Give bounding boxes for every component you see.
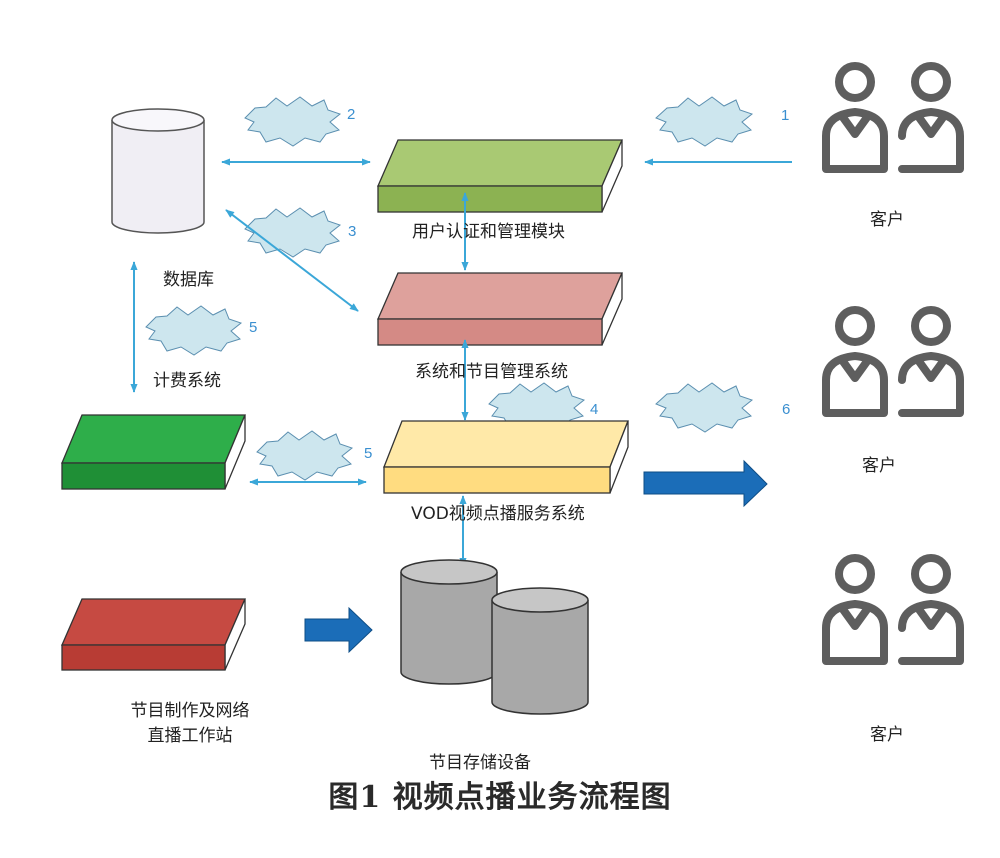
client-mid-label: 客户: [862, 456, 896, 476]
storage-label: 节目存储设备: [429, 753, 531, 773]
burst-2: [244, 96, 342, 147]
auth-module-label: 用户认证和管理模块: [412, 222, 565, 242]
step-number-5-billing: 5: [249, 319, 258, 336]
billing-system-label: 计费系统: [153, 371, 221, 391]
billing-system-box: [61, 414, 246, 490]
vod-service-label: VOD视频点播服务系统: [411, 504, 585, 524]
auth-module-box: [377, 139, 623, 213]
burst-3: [244, 207, 342, 258]
client-top-icon: [822, 62, 964, 173]
client-top-label: 客户: [870, 210, 904, 230]
flow-arrow-to-client: [643, 459, 768, 508]
step-number-5-vod: 5: [364, 445, 373, 462]
step-number-4: 4: [590, 401, 599, 418]
connector-arrows: [130, 158, 792, 567]
burst-1: [655, 96, 754, 147]
storage-cylinders-icon: [400, 559, 589, 715]
vod-service-box: [383, 420, 629, 494]
burst-5-vod: [256, 430, 354, 481]
production-station-label-line1: 节目制作及网络: [130, 701, 250, 721]
arrow-db-program: [225, 209, 359, 312]
step-number-3: 3: [348, 223, 357, 240]
program-mgmt-box: [377, 272, 623, 346]
burst-6: [655, 382, 754, 433]
database-label: 数据库: [163, 270, 214, 290]
step-number-2: 2: [347, 106, 356, 123]
client-bottom-label: 客户: [870, 725, 904, 745]
step-number-1: 1: [781, 107, 790, 124]
burst-5-billing: [145, 305, 243, 356]
user-group-icon: [822, 62, 964, 665]
figure-caption: 图1 视频点播业务流程图: [328, 780, 672, 815]
client-bottom-icon: [822, 554, 964, 665]
program-mgmt-label: 系统和节目管理系统: [415, 362, 568, 382]
production-station-label-line2: 直播工作站: [147, 726, 233, 746]
production-station-box: [61, 598, 246, 671]
database-cylinder-icon: [111, 108, 205, 234]
client-mid-icon: [822, 306, 964, 417]
step-number-6: 6: [782, 401, 791, 418]
flow-arrow-to-storage: [304, 606, 373, 654]
